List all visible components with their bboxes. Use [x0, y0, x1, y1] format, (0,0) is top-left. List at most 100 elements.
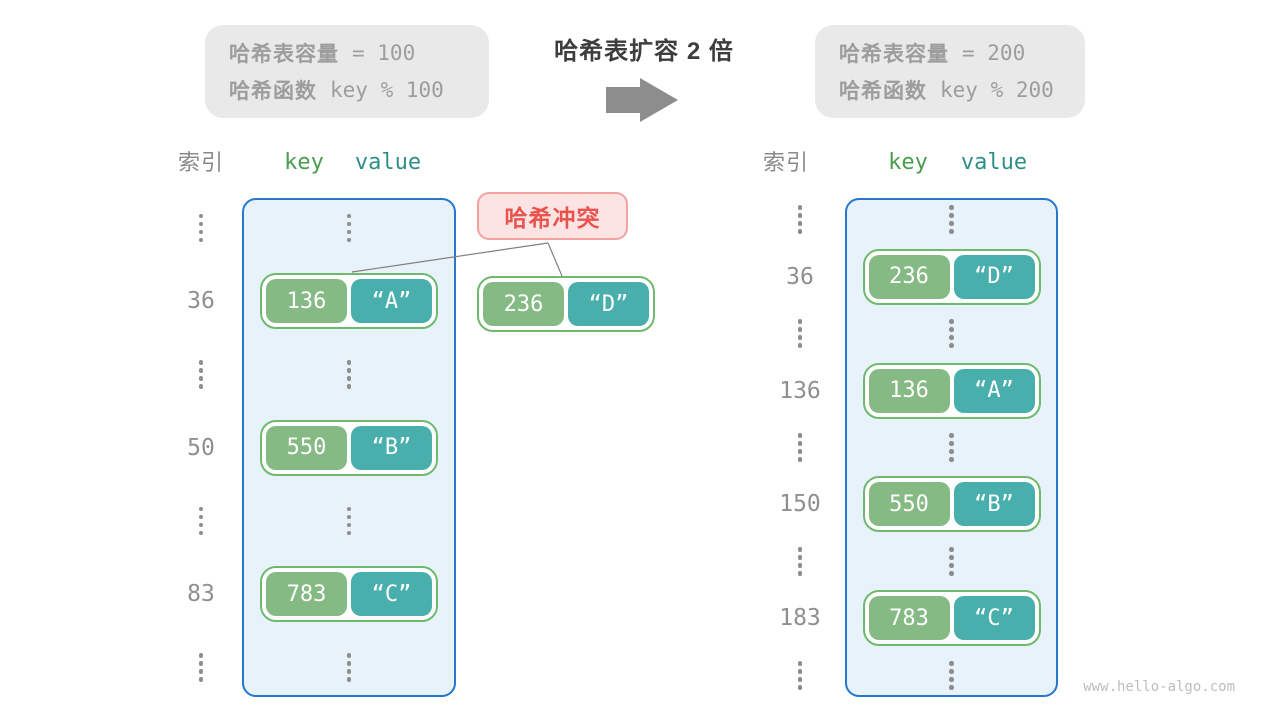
dot — [198, 229, 204, 234]
ellipsis-dots — [198, 360, 204, 389]
dot — [797, 343, 803, 348]
left-header-value: value — [354, 150, 422, 175]
bucket-cell: 136“A” — [845, 362, 1058, 419]
ellipsis-dots — [346, 506, 352, 535]
index-ellipsis — [755, 433, 845, 462]
dot — [949, 319, 954, 324]
dot — [198, 677, 204, 682]
index-label: 36 — [786, 263, 814, 290]
bucket-cell — [242, 213, 456, 242]
hash-function-label: 哈希函数 — [839, 80, 927, 103]
capacity-value: = 200 — [962, 41, 1026, 65]
hash-function-value: key % 100 — [330, 78, 444, 102]
dot — [198, 661, 204, 666]
dot — [198, 213, 204, 218]
pair-pill: 783“C” — [862, 590, 1041, 647]
value-box: “B” — [953, 482, 1035, 527]
bucket-cell: 136“A” — [242, 273, 456, 329]
table-row — [755, 661, 1058, 690]
arrow-head — [640, 78, 678, 122]
dot — [346, 677, 352, 682]
table-row — [160, 213, 456, 242]
dot — [949, 661, 954, 666]
right-header-key: key — [888, 150, 928, 175]
dot — [346, 530, 352, 535]
table-row: 83 783“C” — [160, 566, 456, 622]
dot — [797, 335, 803, 340]
key-box: 550 — [868, 482, 950, 527]
ellipsis-dots — [949, 319, 954, 348]
key-box: 550 — [266, 425, 347, 470]
dot — [949, 335, 954, 340]
dot — [198, 653, 204, 658]
dot — [797, 221, 803, 226]
right-arrow-icon — [606, 78, 678, 122]
dot — [797, 441, 803, 446]
hash-function-line: 哈希函数 key % 100 — [229, 75, 465, 105]
dot — [797, 433, 803, 438]
index-label: 83 — [187, 581, 215, 607]
dot — [198, 384, 204, 389]
bucket-cell — [242, 506, 456, 535]
dot — [797, 677, 803, 682]
dot — [949, 343, 954, 348]
dot — [949, 433, 954, 438]
dot — [797, 563, 803, 568]
dot — [949, 555, 954, 560]
dot — [949, 449, 954, 454]
dot — [346, 653, 352, 658]
capacity-box-before: 哈希表容量 = 100 哈希函数 key % 100 — [205, 25, 489, 118]
table-row — [755, 319, 1058, 348]
hash-function-label: 哈希函数 — [229, 80, 317, 103]
dot — [949, 327, 954, 332]
ellipsis-dots — [346, 653, 352, 682]
value-box: “C” — [351, 572, 432, 616]
dot — [346, 669, 352, 674]
right-header-value: value — [960, 150, 1028, 175]
dot — [949, 213, 954, 218]
bucket-cell — [845, 319, 1058, 348]
table-row — [160, 506, 456, 535]
index-ellipsis — [160, 506, 242, 535]
table-row — [160, 360, 456, 389]
ellipsis-dots — [198, 506, 204, 535]
table-row — [755, 547, 1058, 576]
capacity-value: = 100 — [352, 41, 416, 65]
index-ellipsis — [160, 360, 242, 389]
dot — [949, 571, 954, 576]
index-ellipsis — [755, 319, 845, 348]
capacity-line: 哈希表容量 = 200 — [839, 38, 1061, 68]
dot — [346, 522, 352, 527]
value-box: “D” — [568, 282, 649, 326]
ellipsis-dots — [949, 433, 954, 462]
index-ellipsis — [755, 547, 845, 576]
key-box: 783 — [868, 596, 950, 641]
dot — [949, 685, 954, 690]
bucket-cell — [845, 661, 1058, 690]
key-box: 783 — [266, 572, 347, 616]
value-box: “B” — [351, 425, 432, 470]
dot — [949, 229, 954, 234]
capacity-label: 哈希表容量 — [839, 43, 949, 66]
dot — [346, 213, 352, 218]
dot — [346, 221, 352, 226]
dot — [949, 205, 954, 210]
hash-function-line: 哈希函数 key % 200 — [839, 75, 1061, 105]
dot — [797, 449, 803, 454]
index-label: 150 — [779, 491, 821, 518]
conflict-pair-pill: 236 “D” — [477, 276, 655, 332]
dot — [198, 514, 204, 519]
arrow-shaft — [606, 87, 640, 113]
ellipsis-dots — [797, 661, 803, 690]
value-box: “C” — [953, 596, 1035, 641]
dot — [797, 229, 803, 234]
dot — [797, 213, 803, 218]
capacity-box-after: 哈希表容量 = 200 哈希函数 key % 200 — [815, 25, 1085, 118]
